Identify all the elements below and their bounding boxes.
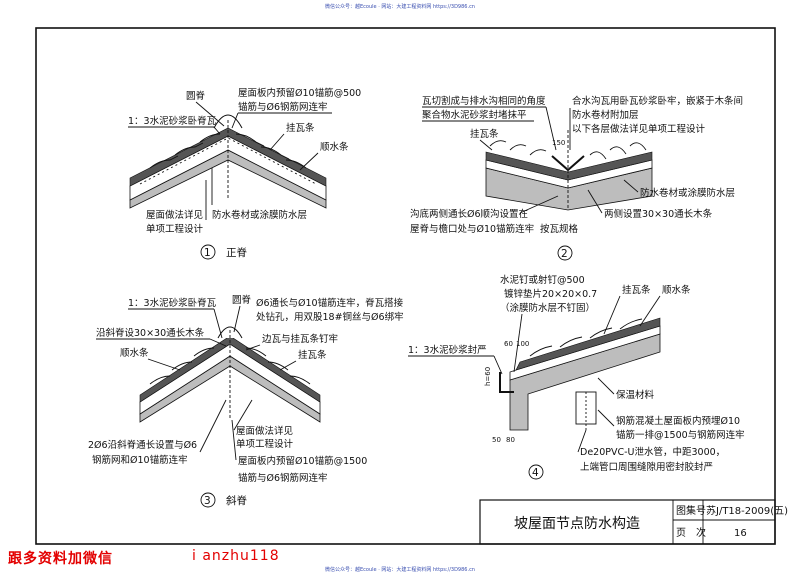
d2-label-cut: 瓦切割成与排水沟相同的角度 bbox=[422, 95, 546, 107]
d2-label-rebar1: 沟底两侧通长Ø6顺沟设置在 bbox=[410, 208, 528, 220]
d4-label-counter: 顺水条 bbox=[662, 284, 691, 296]
d3-number: 3 bbox=[204, 495, 211, 507]
watermark-top: 微信公众号：越Ecoule · 网站：大建工程资料网 https://3D986… bbox=[325, 4, 475, 10]
detail-2: 瓦切割成与排水沟相同的角度 聚合物水泥砂浆封堵抹平 挂瓦条 合水沟瓦用卧瓦砂浆卧… bbox=[410, 95, 743, 261]
page-label: 页 次 bbox=[676, 526, 706, 539]
d3-label-counter: 顺水条 bbox=[120, 347, 149, 359]
d4-label-insul: 保温材料 bbox=[616, 389, 655, 401]
d3-caption: 斜脊 bbox=[226, 494, 247, 507]
wechat-id: i anzhu118 bbox=[192, 548, 280, 564]
d4-label-rc2: 锚筋一排@1500与钢筋网连牢 bbox=[616, 429, 745, 441]
d4-label-nonail: （涂膜防水层不钉固） bbox=[500, 302, 595, 314]
d1-label-anchor: 锚筋与Ø6钢筋网连牢 bbox=[238, 101, 328, 113]
d3-label-roof1: 屋面做法详见 bbox=[236, 425, 293, 437]
d2-label-rebar2: 屋脊与檐口处与Ø10锚筋连牢 bbox=[410, 223, 534, 235]
d4-label-rc1: 钢筋混凝土屋面板内预埋Ø10 bbox=[616, 415, 740, 427]
d1-number: 1 bbox=[204, 247, 211, 259]
d4-label-seal: 1：3水泥砂浆封严 bbox=[408, 344, 487, 356]
d3-label-mortar: 1：3水泥砂浆卧脊瓦 bbox=[128, 297, 217, 309]
d4-dim-80: 80 bbox=[506, 436, 515, 444]
d2-label-valley3: 以下各层做法详见单项工程设计 bbox=[572, 123, 706, 135]
d1-label-roof2: 单项工程设计 bbox=[146, 223, 204, 235]
d1-caption: 正脊 bbox=[226, 246, 247, 259]
d4-label-pipe1: De20PVC-U泄水管，中距3000， bbox=[580, 446, 725, 458]
d4-dim-50: 50 bbox=[492, 436, 501, 444]
d2-label-strip: 两侧设置30×30通长木条 bbox=[604, 208, 713, 220]
d3-label-along2: 钢筋网和Ø10锚筋连牢 bbox=[92, 454, 188, 466]
d4-dim-h60: h=60 bbox=[484, 367, 492, 386]
watermark-bottom: 微信公众号：越Ecoule · 网站：大建工程资料网 https://3D986… bbox=[325, 567, 475, 573]
d3-label-batten: 挂瓦条 bbox=[298, 349, 327, 361]
atlas-value: 苏J/T18-2009(五) bbox=[706, 504, 788, 517]
detail-4: 水泥钉或射钉@500 镀锌垫片20×20×0.7 （涂膜防水层不钉固） 挂瓦条 … bbox=[408, 274, 745, 480]
d1-label-roof1: 屋面做法详见 bbox=[146, 209, 203, 221]
d4-dim-100: 100 bbox=[516, 340, 529, 348]
d1-label-ridge: 圆脊 bbox=[186, 90, 206, 102]
atlas-label: 图集号 bbox=[676, 504, 706, 517]
d3-label-along1: 2Ø6沿斜脊通长设置与Ø6 bbox=[88, 439, 197, 451]
detail-3-layers bbox=[139, 326, 321, 423]
d2-label-batten: 挂瓦条 bbox=[470, 128, 499, 140]
detail-3: 1：3水泥砂浆卧脊瓦 圆脊 Ø6通长与Ø10锚筋连牢，脊瓦搭接 处钻孔，用双股1… bbox=[88, 294, 404, 508]
d2-label-spec: 按瓦规格 bbox=[540, 223, 579, 235]
d4-label-nail: 水泥钉或射钉@500 bbox=[500, 274, 585, 286]
d4-dim-60: 60 bbox=[504, 340, 513, 348]
detail-4-layers bbox=[499, 317, 661, 432]
d4-label-batten: 挂瓦条 bbox=[622, 284, 651, 296]
d4-label-washer: 镀锌垫片20×20×0.7 bbox=[504, 288, 597, 300]
d1-label-mortar: 1：3水泥砂浆卧脊瓦 bbox=[128, 115, 217, 127]
d2-label-seal: 聚合物水泥砂浆封堵抹平 bbox=[422, 109, 527, 121]
detail-2-layers bbox=[485, 130, 653, 211]
d1-label-membrane: 防水卷材或涂膜防水层 bbox=[212, 209, 307, 221]
d3-label-rebar2: 处钻孔，用双股18#铜丝与Ø6绑牢 bbox=[256, 311, 404, 323]
d4-number: 4 bbox=[532, 467, 539, 479]
d3-label-roof2: 单项工程设计 bbox=[236, 438, 294, 450]
d3-label-edge: 边瓦与挂瓦条钉牢 bbox=[262, 333, 338, 345]
d1-label-embed: 屋面板内预留Ø10锚筋@500 bbox=[238, 87, 361, 99]
d3-label-embed: 屋面板内预留Ø10锚筋@1500 bbox=[238, 455, 367, 467]
sheet-border bbox=[35, 27, 776, 545]
d3-label-ridge: 圆脊 bbox=[232, 294, 252, 306]
d2-dim-150: 150 bbox=[552, 139, 565, 147]
d4-label-pipe2: 上端管口周围缝隙用密封胶封严 bbox=[580, 461, 713, 473]
title-block: 坡屋面节点防水构造 图集号 苏J/T18-2009(五) 页 次 16 bbox=[479, 499, 788, 545]
drawing-title: 坡屋面节点防水构造 bbox=[514, 516, 640, 532]
page-number: 16 bbox=[734, 528, 747, 539]
d2-number: 2 bbox=[561, 248, 568, 260]
d2-label-valley1: 合水沟瓦用卧瓦砂浆卧牢，嵌紧于木条间 bbox=[572, 95, 743, 107]
d3-label-strip: 沿斜脊设30×30通长木条 bbox=[96, 327, 205, 339]
d1-label-counter: 顺水条 bbox=[320, 141, 349, 153]
d2-label-valley2: 防水卷材附加层 bbox=[572, 109, 639, 121]
detail-1-layers bbox=[129, 114, 327, 209]
d3-label-anchor: 锚筋与Ø6钢筋网连牢 bbox=[238, 472, 328, 484]
d2-label-membrane: 防水卷材或涂膜防水层 bbox=[640, 187, 735, 199]
d3-label-rebar1: Ø6通长与Ø10锚筋连牢，脊瓦搭接 bbox=[256, 297, 404, 309]
d1-label-batten: 挂瓦条 bbox=[286, 122, 315, 134]
wechat-cta: 跟多资料加微信 bbox=[8, 551, 113, 567]
detail-1: 圆脊 1：3水泥砂浆卧脊瓦 屋面板内预留Ø10锚筋@500 锚筋与Ø6钢筋网连牢… bbox=[128, 87, 361, 260]
